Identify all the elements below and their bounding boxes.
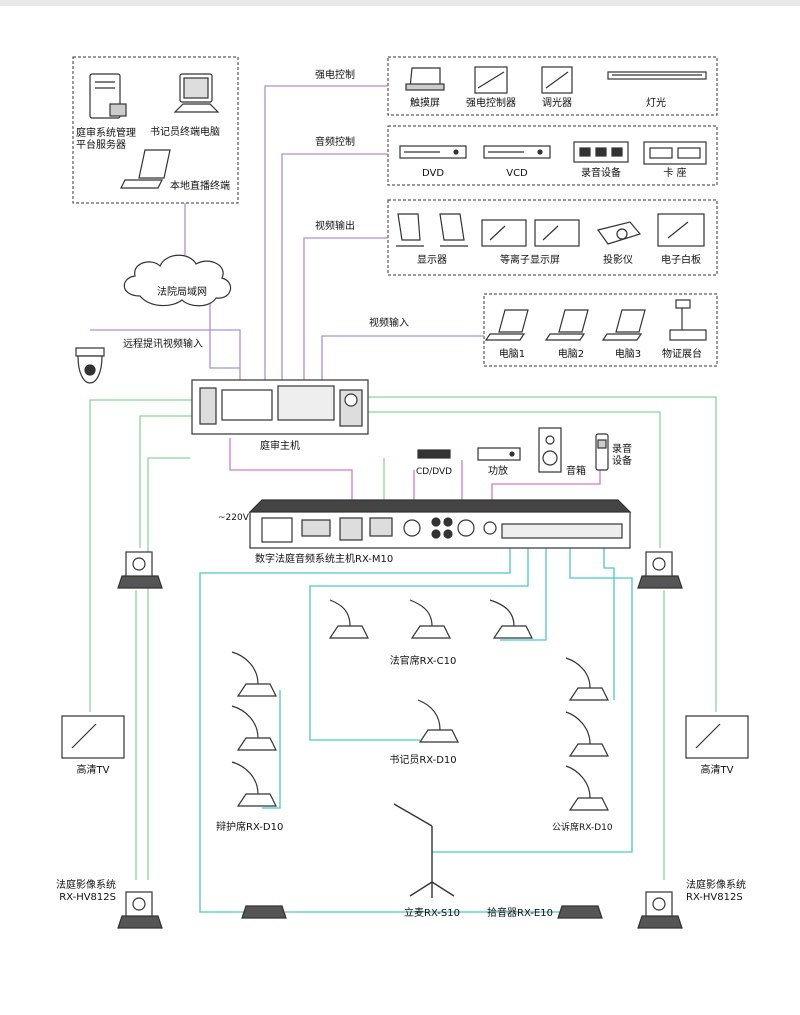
video-output-label: 视频输出 bbox=[315, 221, 355, 232]
tv-label-right: 高清TV bbox=[700, 765, 734, 776]
video-in-label: 电脑2 bbox=[557, 349, 585, 360]
link-video-out bbox=[303, 237, 388, 388]
network-group-box bbox=[72, 56, 239, 204]
power-device-label: 触摸屏 bbox=[410, 98, 440, 109]
dimmer-icon bbox=[541, 66, 573, 94]
hd-tv-icon bbox=[61, 715, 749, 759]
video-in-group-box bbox=[483, 293, 718, 367]
main-host-device bbox=[191, 379, 369, 435]
video-out-label: 显示器 bbox=[417, 255, 447, 266]
video-in-label: 电脑3 bbox=[614, 349, 642, 360]
link-video-in bbox=[321, 335, 484, 388]
prosecution-mic-label: 公诉席RX-D10 bbox=[552, 823, 613, 833]
power-device-label: 强电控制器 bbox=[466, 98, 516, 109]
defense-mic-label: 辩护席RX-D10 bbox=[216, 822, 284, 833]
lan-label: 法院局域网 bbox=[157, 287, 207, 298]
audio-device-label: VCD bbox=[506, 168, 528, 179]
tv-label-left: 高清TV bbox=[76, 765, 110, 776]
server-label: 庭审系统管理 平台服务器 bbox=[76, 128, 136, 151]
dome-camera-icon bbox=[75, 347, 105, 384]
monitor-icon bbox=[396, 213, 468, 247]
link-host-cam-left bbox=[139, 415, 192, 548]
recorder-device-icon bbox=[595, 433, 609, 471]
peripheral-label: 功放 bbox=[488, 466, 508, 477]
stand-mic-label: 立麦RX-S10 bbox=[404, 908, 460, 919]
video-input-label: 视频输入 bbox=[369, 318, 409, 329]
audio-host-label: 数字法庭音频系统主机RX-M10 bbox=[255, 554, 394, 565]
clerk-pc-icon bbox=[173, 73, 220, 113]
cassette-deck-icon bbox=[643, 141, 707, 165]
audio-control-label: 音频控制 bbox=[315, 137, 355, 148]
power-control-label: 强电控制 bbox=[315, 70, 355, 81]
laptop-icon bbox=[120, 149, 171, 189]
video-in-label: 电脑1 bbox=[498, 349, 526, 360]
chain-left bbox=[199, 545, 511, 913]
power-controller-icon bbox=[474, 66, 508, 94]
pickup-mic-label: 拾音器RX-E10 bbox=[487, 908, 553, 919]
recorder-icon bbox=[573, 141, 629, 163]
link-remote bbox=[90, 329, 241, 388]
main-host-label: 庭审主机 bbox=[260, 441, 300, 452]
amplifier-icon bbox=[477, 447, 521, 461]
projector-icon bbox=[596, 221, 642, 245]
camera-system-label-left: 法庭影像系统 RX-HV812S bbox=[56, 880, 116, 903]
gooseneck-mic-icon bbox=[231, 599, 609, 811]
light-bar-icon bbox=[607, 71, 707, 80]
audio-group-box bbox=[387, 125, 718, 186]
remote-video-label: 远程提讯视频输入 bbox=[123, 339, 203, 350]
chain-defense bbox=[262, 690, 281, 809]
video-in-label: 物证展台 bbox=[662, 349, 702, 360]
video-out-label: 等离子显示屏 bbox=[500, 255, 560, 266]
power-device-label: 灯光 bbox=[646, 98, 666, 109]
chain-right2 bbox=[603, 545, 615, 700]
judge-mic-label: 法官席RX-C10 bbox=[389, 656, 457, 667]
lan-cloud-icon bbox=[123, 254, 232, 307]
video-out-label: 电子白板 bbox=[661, 255, 701, 266]
speaker-icon bbox=[538, 427, 562, 473]
link-audio bbox=[281, 153, 388, 388]
camera-system-label-right: 法庭影像系统 RX-HV812S bbox=[686, 880, 746, 903]
touch-panel-icon bbox=[405, 67, 445, 91]
stand-mic-icon bbox=[393, 803, 455, 898]
dvd-player-icon bbox=[399, 145, 467, 159]
link-host-cam-right bbox=[368, 411, 661, 548]
link-host-audio-pink bbox=[229, 438, 353, 515]
top-strip bbox=[0, 0, 800, 6]
server-icon bbox=[89, 73, 127, 119]
link-power bbox=[264, 85, 388, 388]
audio-device-label: 卡 座 bbox=[663, 168, 687, 179]
chain-right bbox=[432, 545, 633, 853]
peripheral-label: 音箱 bbox=[566, 466, 586, 477]
pickup-icon bbox=[241, 905, 603, 919]
audio-device-label: 录音设备 bbox=[581, 168, 621, 179]
link-host-right bbox=[368, 396, 717, 712]
cddvd-icon bbox=[417, 449, 451, 459]
video-out-label: 投影仪 bbox=[603, 255, 633, 266]
power-device-label: 调光器 bbox=[542, 98, 572, 109]
vcd-player-icon bbox=[483, 145, 551, 159]
chain-judge bbox=[309, 545, 529, 741]
power-input-label: ~220V bbox=[218, 513, 249, 523]
link-host-audio bbox=[147, 457, 190, 880]
document-camera-icon bbox=[669, 299, 707, 341]
plasma-display-icon bbox=[481, 219, 580, 247]
link-host-left bbox=[89, 399, 192, 712]
link-lan-host bbox=[209, 302, 240, 369]
clerk-pc-label: 书记员终端电脑 bbox=[150, 127, 220, 138]
audio-device-label: DVD bbox=[421, 168, 445, 179]
whiteboard-icon bbox=[657, 213, 705, 247]
audio-host-device bbox=[248, 499, 632, 549]
peripheral-label: CD/DVD bbox=[415, 467, 453, 477]
chain-judge-top bbox=[500, 545, 547, 641]
live-laptop-label: 本地直播终端 bbox=[170, 181, 230, 192]
peripheral-label: 录音 设备 bbox=[612, 444, 632, 467]
clerk-mic-label: 书记员RX-D10 bbox=[389, 755, 457, 766]
ptz-camera-icon bbox=[117, 551, 683, 929]
laptops-icon bbox=[484, 309, 646, 341]
